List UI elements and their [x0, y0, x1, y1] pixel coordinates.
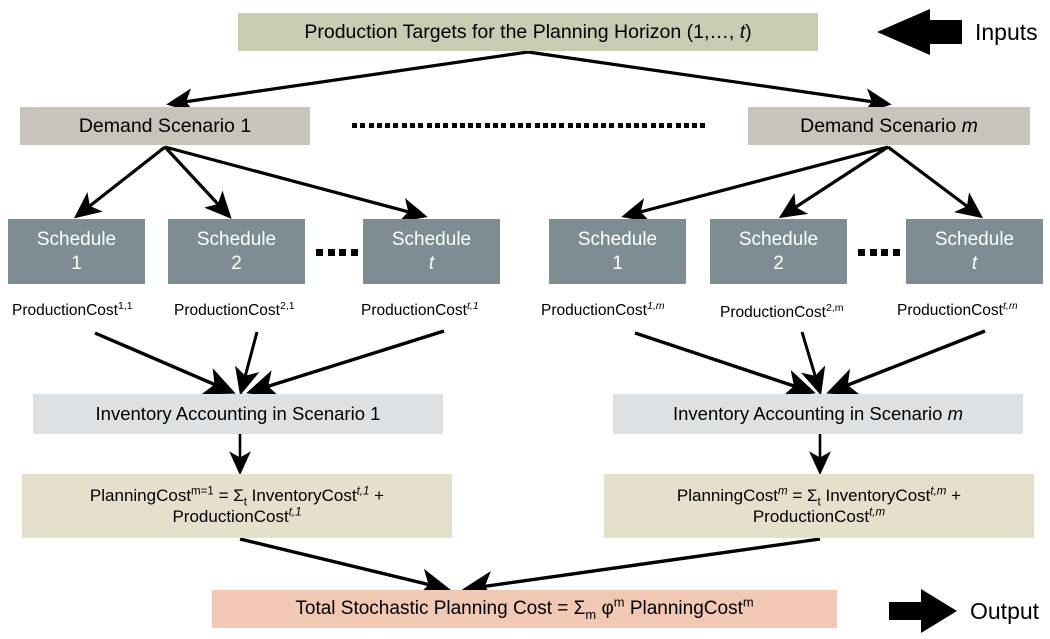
demand-scenario-1-label: Demand Scenario 1 — [78, 114, 252, 137]
production-cost-label-2-m: ProductionCost2,m — [720, 301, 844, 321]
output-block-arrow — [889, 589, 957, 633]
arrow-planning-m-to-total — [461, 537, 821, 600]
schedule-name: Schedule — [36, 229, 117, 251]
arrow-scenario1-to-schedule-1 — [73, 145, 166, 219]
planning-cost-scenario-1-box[interactable]: PlanningCostm=1 = Σt InventoryCostt,1 + … — [22, 474, 452, 538]
schedule-box-t-scenario-1[interactable]: Schedule t — [363, 219, 500, 284]
production-cost-label-2-1: ProductionCost2,1 — [174, 299, 295, 319]
planning-cost-1-formula: PlanningCostm=1 = Σt InventoryCostt,1 + … — [89, 485, 385, 526]
total-stochastic-planning-cost-box[interactable]: Total Stochastic Planning Cost = Σm φm P… — [212, 590, 837, 628]
schedules-ellipsis-dots-right — [858, 249, 900, 256]
arrow-cost-1-m-to-inventory-m — [634, 331, 816, 397]
inventory-accounting-scenario-1-box[interactable]: Inventory Accounting in Scenario 1 — [33, 394, 443, 434]
production-cost-label-t-m: ProductionCostt,m — [897, 299, 1018, 319]
production-cost-label-1-m: ProductionCost1,m — [541, 299, 665, 319]
schedule-box-2-scenario-m[interactable]: Schedule 2 — [710, 219, 847, 284]
arrow-scenariom-to-schedule-t — [887, 145, 984, 219]
schedule-index: 2 — [231, 252, 242, 274]
schedule-name: Schedule — [196, 229, 277, 251]
inventory-accounting-m-label: Inventory Accounting in Scenario m — [672, 403, 963, 425]
arrow-scenario1-to-schedule-2 — [163, 145, 232, 219]
arrow-cost-t-1-to-inventory-1 — [246, 329, 445, 398]
planning-cost-m-formula: PlanningCostm = Σt InventoryCostt,m + Pr… — [676, 485, 962, 526]
production-targets-label: Production Targets for the Planning Hori… — [304, 20, 752, 43]
schedules-ellipsis-dots-left — [316, 249, 358, 256]
schedule-index: 1 — [71, 252, 82, 274]
arrow-cost-t-m-to-inventory-m — [826, 329, 986, 396]
production-cost-label-t-1: ProductionCostt,1 — [361, 299, 479, 319]
scenarios-ellipsis-dots — [352, 121, 706, 129]
inputs-label: Inputs — [975, 19, 1038, 45]
schedule-box-1-scenario-1[interactable]: Schedule 1 — [8, 219, 145, 284]
arrow-top-to-scenario-1 — [166, 50, 529, 114]
inventory-accounting-1-label: Inventory Accounting in Scenario 1 — [95, 403, 381, 425]
production-cost-label-1-1: ProductionCost1,1 — [12, 299, 133, 319]
schedule-index: t — [428, 252, 435, 274]
schedule-name: Schedule — [391, 229, 472, 251]
arrow-cost-1-1-to-inventory-1 — [94, 331, 236, 395]
schedule-index: 1 — [612, 252, 623, 274]
production-targets-box[interactable]: Production Targets for the Planning Hori… — [238, 13, 818, 51]
output-label: Output — [970, 598, 1040, 624]
schedule-name: Schedule — [934, 229, 1015, 251]
planning-cost-scenario-m-box[interactable]: PlanningCostm = Σt InventoryCostt,m + Pr… — [604, 474, 1034, 538]
demand-scenario-m-box[interactable]: Demand Scenario m — [748, 107, 1030, 145]
arrow-cost-2-m-to-inventory-m — [800, 331, 826, 396]
schedule-index: t — [971, 252, 978, 274]
arrow-planning-1-to-total — [239, 537, 451, 597]
arrow-cost-2-1-to-inventory-1 — [235, 331, 260, 396]
demand-scenario-m-label: Demand Scenario m — [800, 114, 978, 137]
arrow-scenariom-to-schedule-2 — [778, 145, 889, 219]
inventory-accounting-scenario-m-box[interactable]: Inventory Accounting in Scenario m — [613, 394, 1023, 434]
schedule-name: Schedule — [577, 229, 658, 251]
schedule-index: 2 — [773, 252, 784, 274]
arrow-scenariom-to-schedule-1 — [621, 145, 889, 223]
schedule-name: Schedule — [738, 229, 819, 251]
schedule-box-2-scenario-1[interactable]: Schedule 2 — [168, 219, 305, 284]
total-cost-formula: Total Stochastic Planning Cost = Σm φm P… — [295, 594, 754, 622]
demand-scenario-1-box[interactable]: Demand Scenario 1 — [20, 107, 310, 145]
schedule-box-1-scenario-m[interactable]: Schedule 1 — [549, 219, 686, 284]
schedule-box-t-scenario-m[interactable]: Schedule t — [906, 219, 1043, 284]
arrow-top-to-scenario-m — [527, 50, 892, 114]
arrow-scenario1-to-schedule-t — [164, 145, 428, 223]
inputs-block-arrow — [877, 9, 962, 55]
